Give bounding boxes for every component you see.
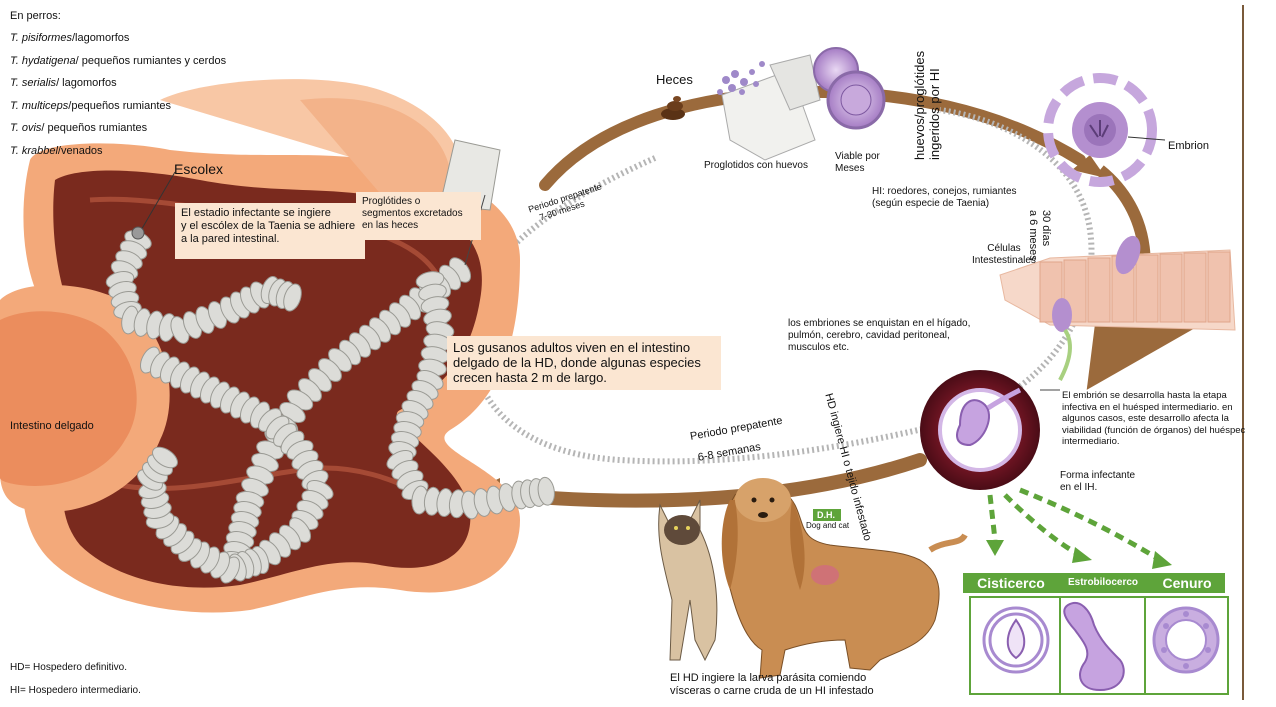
host-item: T. serialis/ lagomorfos xyxy=(10,77,117,90)
escolex-label: Escolex xyxy=(174,161,223,177)
proglottids-eggs-illustration xyxy=(717,48,884,160)
desarrolla-line: viabilidad (función de órganos) del hués… xyxy=(1062,425,1245,437)
coenurus-drawing xyxy=(1154,608,1218,672)
adults-box-line: Los gusanos adultos viven en el intestin… xyxy=(453,340,715,355)
legend-hi: HI= Hospedero intermediario. xyxy=(10,684,141,697)
intestino-label: Intestino delgado xyxy=(10,420,94,433)
forma-infectante-line: en el IH. xyxy=(1060,482,1135,494)
legend-hd: HD= Hospedero definitivo. xyxy=(10,661,127,674)
desarrolla-line: intermediario. xyxy=(1062,436,1245,448)
strobilocercus-drawing xyxy=(1064,603,1123,690)
desarrolla-line: El embrión se desarrolla hasta la etapa xyxy=(1062,390,1245,402)
proglotides-box: Proglótides o segmentos excretados en la… xyxy=(356,192,481,240)
adults-box: Los gusanos adultos viven en el intestin… xyxy=(447,336,721,390)
desarrolla-line: algunos casos, este desarrollo afecta la xyxy=(1062,413,1245,425)
embryo-illustration xyxy=(1048,78,1165,182)
hd-larva-line: El HD ingiere la larva parásita comiendo xyxy=(670,672,874,685)
stage-estrobilocerco: Estrobilocerco xyxy=(1057,577,1149,589)
host-item: T. krabbel/venados xyxy=(10,145,103,158)
proglotides-box-line: Proglótides o xyxy=(362,196,475,208)
host-species: T. krabbel xyxy=(10,145,58,157)
host-animals: /lagomorfos xyxy=(72,32,129,44)
host-item: T. pisiformes/lagomorfos xyxy=(10,32,129,45)
host-item: T. multiceps/pequeños rumiantes xyxy=(10,100,171,113)
proglotidos-huevos-label: Proglotidos con huevos xyxy=(704,159,808,172)
host-species: T. pisiformes xyxy=(10,32,72,44)
stage-cisticerco: Cisticerco xyxy=(965,575,1057,591)
host-animals: / pequeños rumiantes xyxy=(41,122,147,134)
host-item: T. hydatigena/ pequeños rumiantes y cerd… xyxy=(10,55,226,68)
heces-label: Heces xyxy=(656,73,693,86)
cat-illustration xyxy=(659,500,717,660)
dh-label: D.H. xyxy=(817,509,835,521)
viable-line: Meses xyxy=(835,163,880,175)
huevos-ingeridos-line: huevos/proglótides xyxy=(912,51,927,160)
enquistan-line: pulmón, cerebro, cavidad peritoneal, xyxy=(788,330,970,342)
adults-box-line: delgado de la HD, donde algunas especies xyxy=(453,355,715,370)
celulas-label: Células Intestestinales xyxy=(972,243,1036,267)
hi-hosts-line: (según especie de Taenia) xyxy=(872,198,1017,210)
desarrolla-line: infectiva en el huésped intermediario. e… xyxy=(1062,402,1245,414)
enquistan-line: los embriones se enquistan en el hígado, xyxy=(788,318,970,330)
huevos-ingeridos-line: ingeridos por HI xyxy=(927,51,942,160)
dias-line: 30 días xyxy=(1039,210,1052,261)
embrion-label: Embrion xyxy=(1168,140,1209,153)
host-animals: / lagomorfos xyxy=(56,77,117,89)
proglotides-box-line: segmentos excretados xyxy=(362,208,475,220)
celulas-line: Células xyxy=(972,243,1036,255)
viable-label: Viable por Meses xyxy=(835,151,880,175)
host-animals: /venados xyxy=(58,145,103,157)
dog-cat-label: Dog and cat xyxy=(806,521,849,531)
host-species: T. serialis xyxy=(10,77,56,89)
proglotides-box-line: en las heces xyxy=(362,220,475,232)
escolex-box-line: El estadio infectante se ingiere xyxy=(181,207,359,220)
adults-box-line: crecen hasta 2 m de largo. xyxy=(453,370,715,385)
cysticercus-drawing xyxy=(984,608,1048,672)
hd-larva-line: vísceras o carne cruda de un HI infestad… xyxy=(670,685,874,698)
hd-larva-label: El HD ingiere la larva parásita comiendo… xyxy=(670,672,874,698)
hosts-heading: En perros: xyxy=(10,10,61,23)
dog-illustration xyxy=(722,478,965,678)
host-animals: /pequeños rumiantes xyxy=(68,100,171,112)
host-species: T. ovis xyxy=(10,122,41,134)
host-animals: / pequeños rumiantes y cerdos xyxy=(76,55,226,67)
escolex-box-line: a la pared intestinal. xyxy=(181,233,359,246)
enquistan-line: musculos etc. xyxy=(788,342,970,354)
huevos-ingeridos-label: huevos/proglótides ingeridos por HI xyxy=(912,51,942,160)
escolex-box: El estadio infectante se ingiere y el es… xyxy=(175,203,365,259)
host-species: T. multiceps xyxy=(10,100,68,112)
escolex-box-line: y el escólex de la Taenia se adhiere xyxy=(181,220,359,233)
forma-infectante-line: Forma infectante xyxy=(1060,470,1135,482)
stage-cenuro: Cenuro xyxy=(1149,575,1225,591)
celulas-line: Intestestinales xyxy=(972,255,1036,267)
viable-line: Viable por xyxy=(835,151,880,163)
hi-hosts-label: HI: roedores, conejos, rumiantes (según … xyxy=(872,186,1017,210)
forma-infectante-label: Forma infectante en el IH. xyxy=(1060,470,1135,494)
desarrolla-label: El embrión se desarrolla hasta la etapa … xyxy=(1062,390,1245,448)
host-species: T. hydatigena xyxy=(10,55,76,67)
host-item: T. ovis/ pequeños rumiantes xyxy=(10,122,147,135)
enquistan-label: los embriones se enquistan en el hígado,… xyxy=(788,318,970,354)
cyst-illustration xyxy=(920,370,1060,490)
hi-hosts-line: HI: roedores, conejos, rumiantes xyxy=(872,186,1017,198)
